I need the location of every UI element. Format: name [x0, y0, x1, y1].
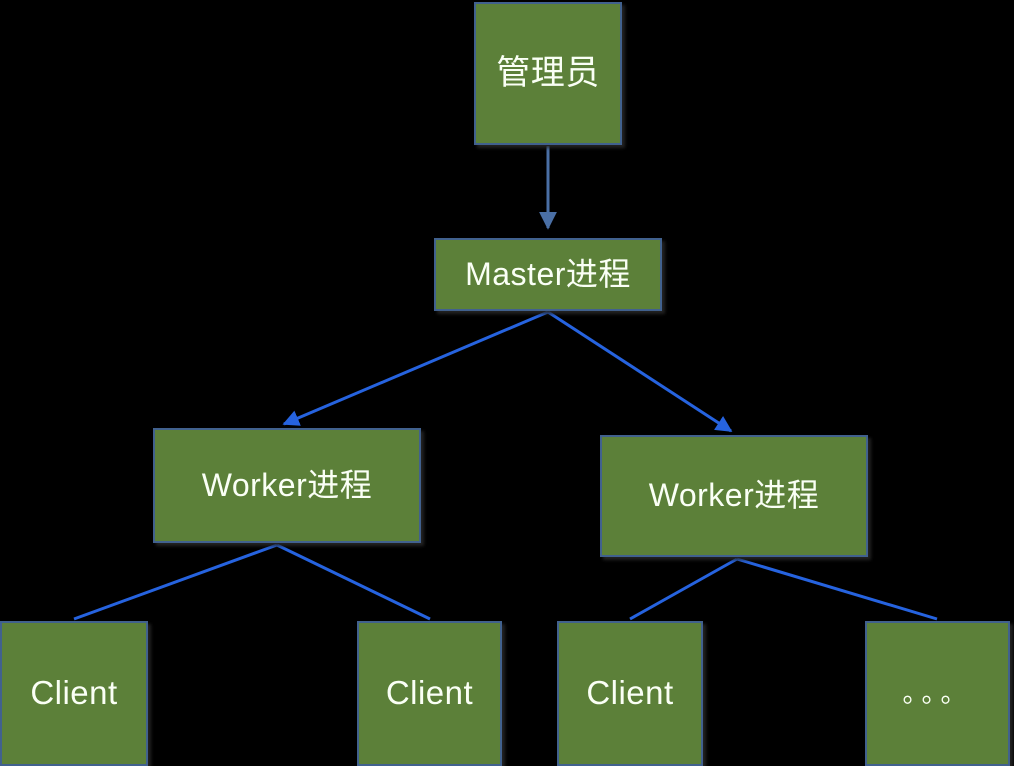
node-admin[interactable]: 管理员: [474, 2, 622, 145]
node-more-clients-ellipsis-label: 。。。: [902, 678, 973, 709]
node-client-2[interactable]: Client: [357, 621, 502, 766]
node-worker-process-right[interactable]: Worker进程: [600, 435, 868, 557]
edge-master-to-worker-right: [547, 310, 733, 433]
node-master-process[interactable]: Master进程: [434, 238, 662, 311]
node-worker-process-left-label: Worker进程: [201, 466, 373, 503]
node-worker-process-right-label: Worker进程: [648, 477, 820, 514]
edge-worker-right-to-client-3: [629, 557, 738, 621]
node-more-clients-ellipsis[interactable]: 。。。: [865, 621, 1010, 766]
edge-worker-left-to-client-1: [73, 543, 278, 621]
node-client-2-label: Client: [385, 674, 474, 712]
node-client-1[interactable]: Client: [0, 621, 148, 766]
node-worker-process-left[interactable]: Worker进程: [153, 428, 421, 543]
node-master-process-label: Master进程: [465, 255, 631, 292]
edge-worker-right-to-more: [736, 557, 938, 621]
node-client-1-label: Client: [30, 674, 118, 712]
node-admin-label: 管理员: [496, 53, 600, 92]
node-client-3[interactable]: Client: [557, 621, 703, 766]
edge-worker-left-to-client-2: [276, 543, 431, 621]
node-client-3-label: Client: [586, 674, 674, 712]
edge-master-to-worker-left: [282, 310, 549, 426]
